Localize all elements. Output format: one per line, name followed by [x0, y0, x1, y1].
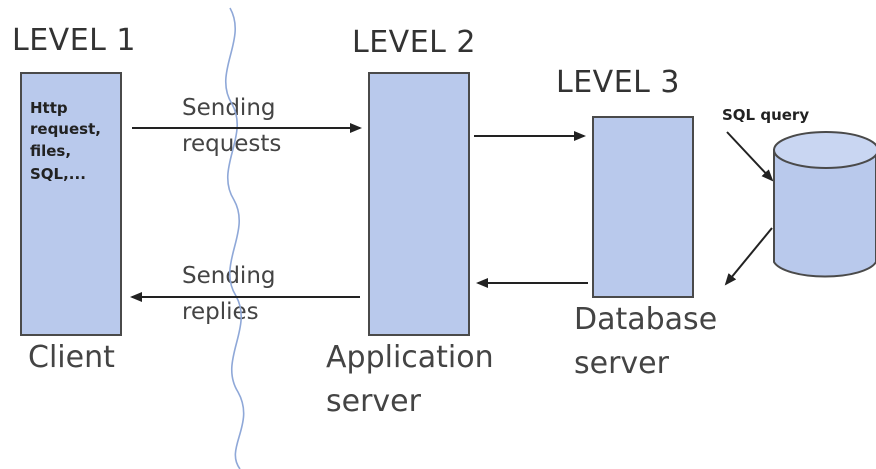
application-server-caption-line-2: server	[326, 384, 421, 419]
level-2-heading: LEVEL 2	[352, 25, 476, 60]
sql-query-arrow	[726, 131, 774, 182]
level-3-heading: LEVEL 3	[556, 65, 680, 100]
client-box-line-4: SQL,...	[30, 165, 86, 183]
database-cylinder-icon	[773, 131, 876, 278]
application-server-caption-line-1: Application	[326, 340, 494, 375]
database-server-caption-line-1: Database	[574, 302, 718, 337]
sending-replies-label-line-2: replies	[182, 299, 259, 325]
client-box-line-2: request,	[30, 120, 101, 138]
sending-replies-label-line-1: Sending	[182, 263, 276, 289]
sql-query-label: SQL query	[722, 106, 810, 124]
database-server-caption-line-2: server	[574, 346, 669, 381]
client-box-line-1: Http	[30, 99, 68, 117]
database-result-arrow	[724, 227, 773, 286]
level-1-heading: LEVEL 1	[12, 23, 136, 58]
client-box-line-3: files,	[30, 142, 72, 160]
application-server-box	[368, 72, 470, 336]
database-server-box	[592, 116, 694, 298]
client-box: Http request, files, SQL,...	[20, 72, 122, 336]
network-boundary-wavy-line	[224, 7, 245, 469]
client-caption: Client	[28, 340, 115, 375]
